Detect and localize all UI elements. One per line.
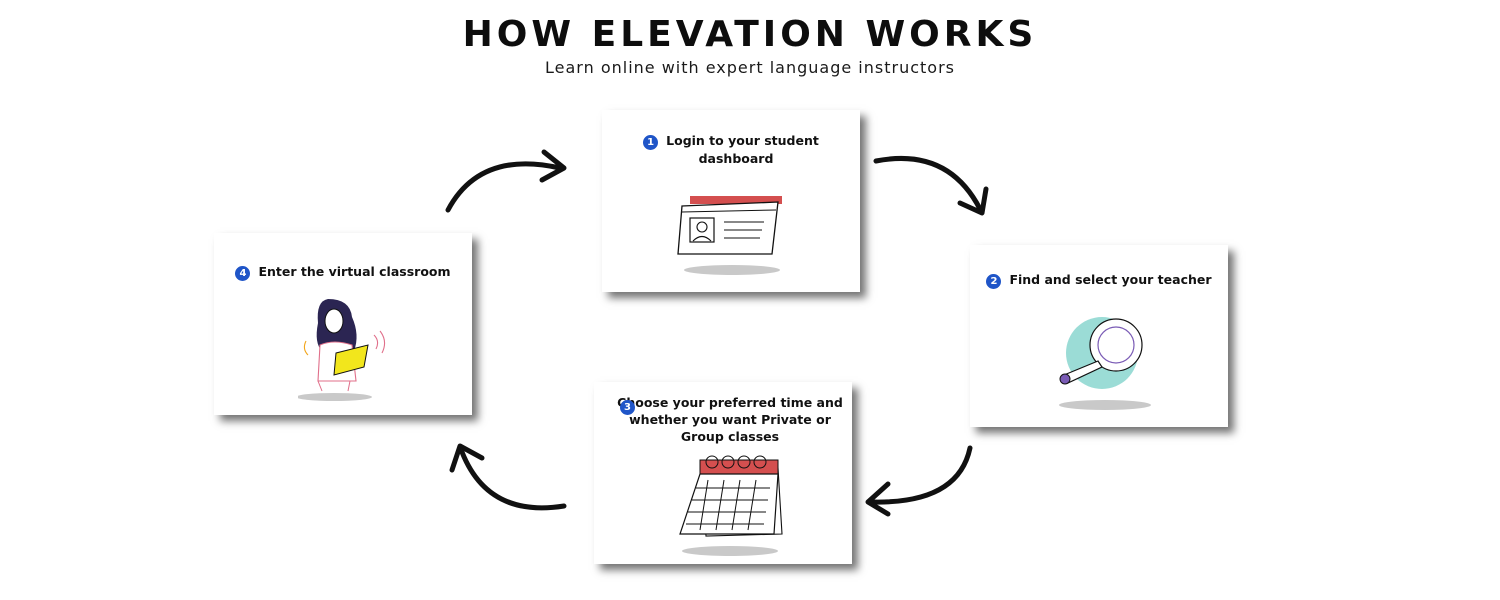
step-4-caption: 4 Enter the virtual classroom xyxy=(214,263,472,281)
magnifying-glass-icon xyxy=(1059,317,1151,410)
calendar-icon xyxy=(679,455,783,556)
step-3-label-line1: Choose your preferred time and xyxy=(617,395,843,410)
step-4-number: 4 xyxy=(235,266,251,281)
step-1-label-line2: dashboard xyxy=(698,151,774,166)
arrow-step1-to-step2 xyxy=(873,155,989,216)
arrow-step4-to-step1 xyxy=(445,149,567,213)
step-2-label: Find and select your teacher xyxy=(1009,272,1212,287)
page-title: HOW ELEVATION WORKS xyxy=(462,14,1038,55)
id-card-icon xyxy=(677,196,782,275)
woman-with-laptop-icon xyxy=(298,299,386,401)
step-1-number: 1 xyxy=(643,135,659,150)
step-1-card: 1 Login to your student dashboard xyxy=(602,110,860,292)
arrow-step3-to-step4 xyxy=(449,443,567,511)
step-2-number: 2 xyxy=(986,274,1002,289)
step-4-card: 4 Enter the virtual classroom xyxy=(214,233,472,415)
page-subtitle: Learn online with expert language instru… xyxy=(545,58,955,77)
step-1-label-line1: Login to your student xyxy=(666,133,819,148)
step-3-label-line3: Group classes xyxy=(680,429,780,444)
step-2-caption: 2 Find and select your teacher xyxy=(970,271,1228,289)
step-4-label: Enter the virtual classroom xyxy=(258,264,451,279)
step-2-card: 2 Find and select your teacher xyxy=(970,245,1228,427)
step-3-number: 3 xyxy=(620,400,635,415)
arrow-step2-to-step3 xyxy=(865,445,973,517)
step-3-label-line2: whether you want Private or xyxy=(629,412,831,427)
step-1-caption: 1 Login to your student dashboard xyxy=(602,132,860,167)
